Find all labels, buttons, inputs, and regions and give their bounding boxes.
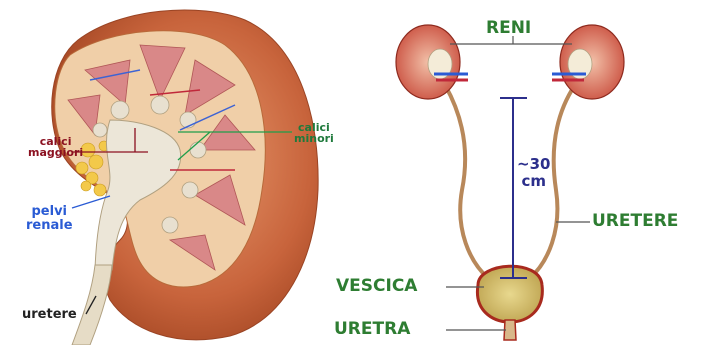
label-calici-maggiori-line2: maggiori (28, 147, 83, 158)
label-uretra: URETRA (334, 321, 410, 338)
label-pelvi-renale-line1: pelvi (26, 205, 73, 219)
bladder (477, 266, 542, 322)
label-calici-maggiori: calici maggiori (28, 136, 83, 158)
kidney-left-small (396, 25, 468, 99)
label-calici-minori-line2: minori (294, 133, 334, 144)
ureter-left-tube (72, 265, 112, 345)
label-length-unit: cm (517, 173, 550, 190)
label-uretere-left: uretere (22, 308, 77, 321)
kidney-cross-section (52, 10, 318, 345)
urinary-system (396, 25, 624, 340)
label-reni: RENI (486, 20, 531, 37)
label-uretere-right: URETERE (592, 213, 678, 230)
label-pelvi-renale-line2: renale (26, 219, 73, 233)
kidney-right-small (552, 25, 624, 99)
label-length: ~30 cm (517, 156, 550, 190)
label-calici-minori: calici minori (294, 122, 334, 144)
label-length-value: ~30 (517, 156, 550, 173)
label-pelvi-renale: pelvi renale (26, 205, 73, 233)
label-vescica: VESCICA (336, 278, 417, 295)
ureter-right-left-side (445, 85, 488, 278)
